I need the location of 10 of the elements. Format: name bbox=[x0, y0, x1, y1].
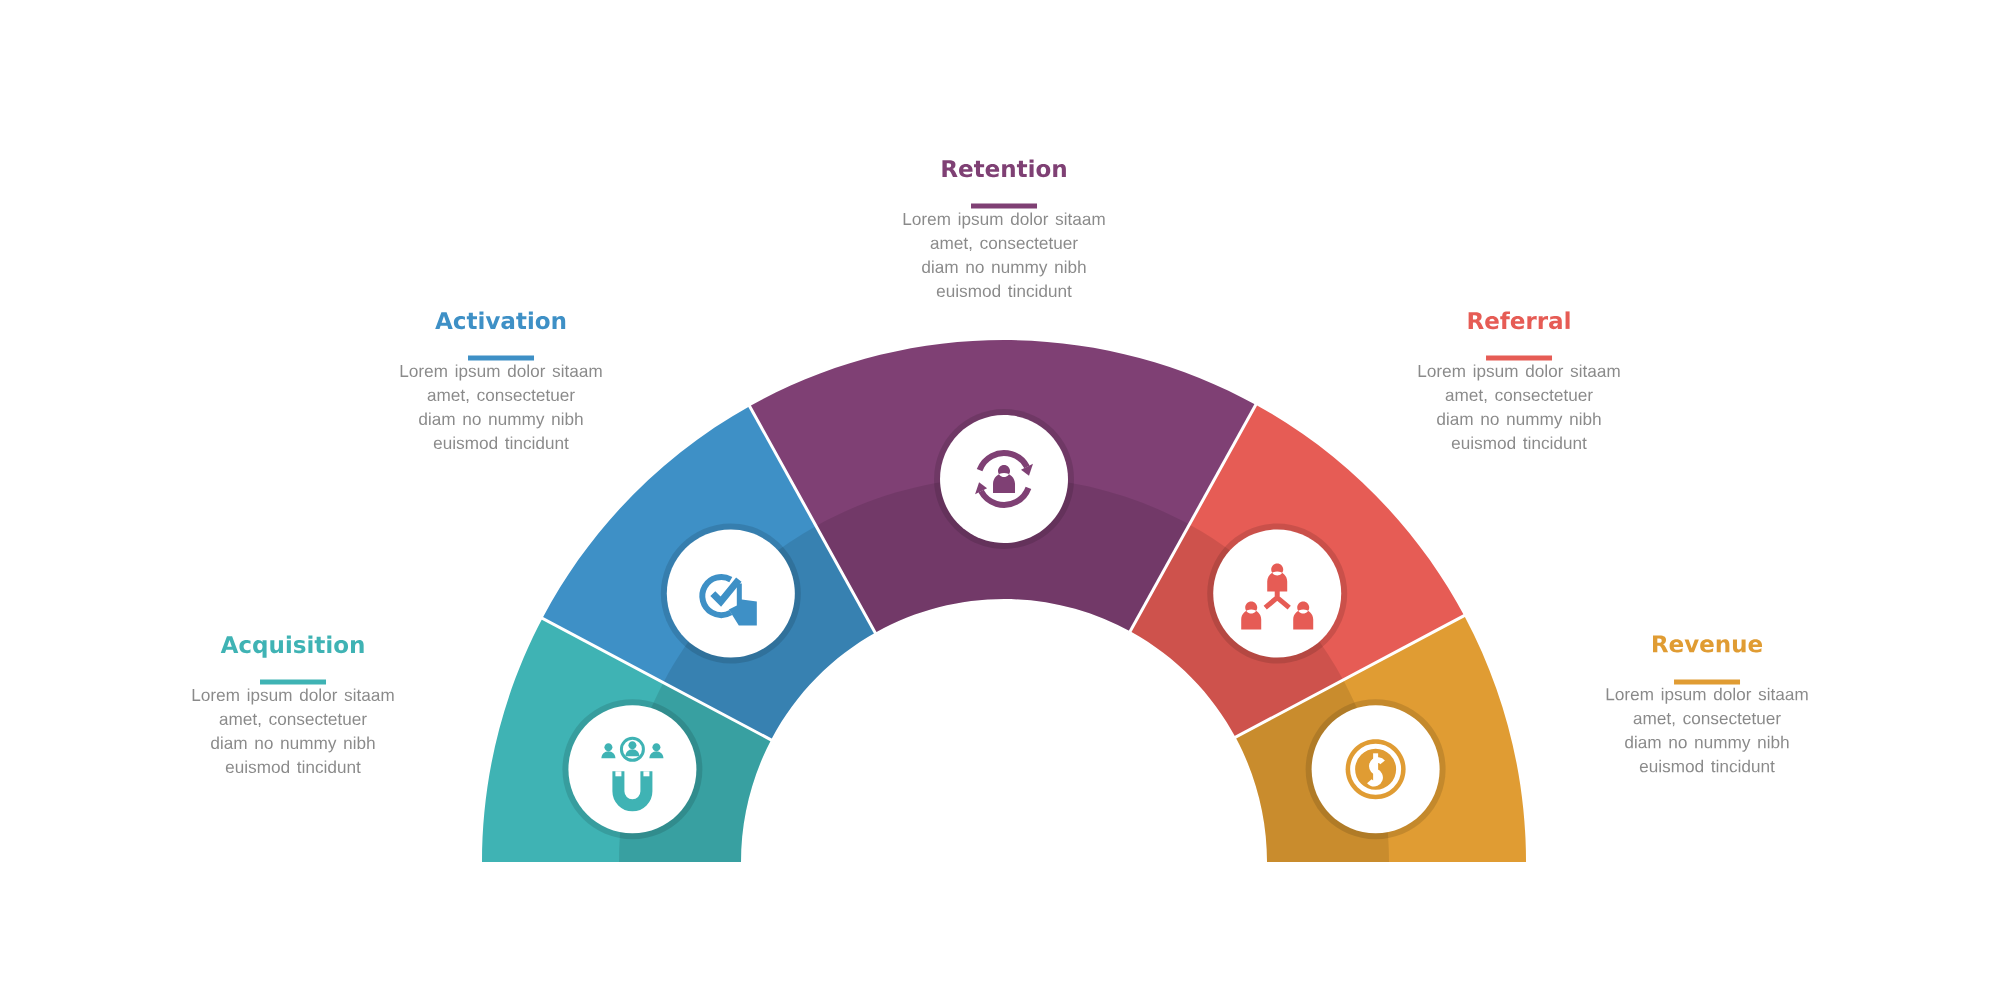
node-label: Lorem ipsum dolor sitaam amet, consectetuer diam no nummy nibh euismod tincidunt bbox=[400, 364, 602, 450]
node-label: Retention bbox=[942, 159, 1066, 178]
node-label: Acquisition bbox=[220, 635, 364, 658]
node-label: Lorem ipsum dolor sitaam amet, consectetuer diam no nummy nibh euismod tincidunt bbox=[192, 688, 394, 774]
node-label: Lorem ipsum dolor sitaam amet, consectetuer diam no nummy nibh euismod tincidunt bbox=[1606, 687, 1808, 773]
node-label: Referral bbox=[1468, 311, 1570, 330]
node-label: Activation bbox=[435, 311, 566, 330]
node-label: Revenue bbox=[1653, 635, 1763, 653]
node-label: Lorem ipsum dolor sitaam amet, consectetuer diam no nummy nibh euismod tincidunt bbox=[903, 212, 1105, 298]
node-label: Lorem ipsum dolor sitaam amet, consectetuer diam no nummy nibh euismod tincidunt bbox=[1418, 364, 1620, 450]
